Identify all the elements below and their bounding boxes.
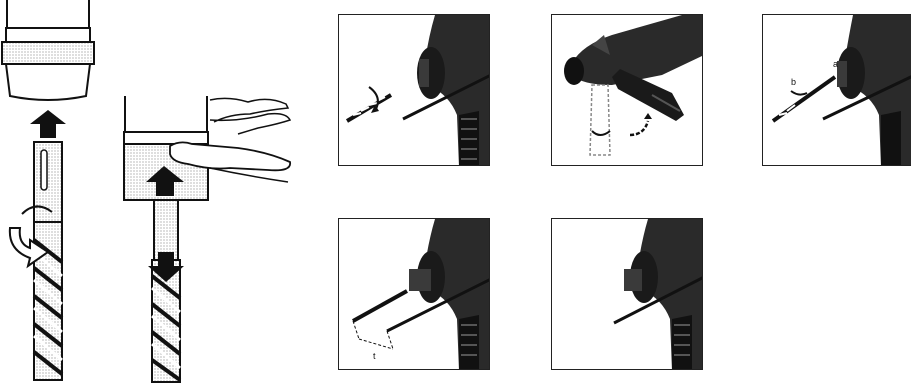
drill-bit bbox=[34, 142, 62, 380]
curved-arrow-icon bbox=[630, 113, 652, 135]
drill-housing bbox=[564, 15, 703, 85]
panel-depth-adjust: b a bbox=[762, 14, 911, 166]
label-t: t bbox=[373, 351, 376, 361]
chuck-body bbox=[2, 0, 94, 100]
drill-housing bbox=[417, 15, 490, 166]
figure-insert-bit bbox=[0, 0, 110, 388]
drill-bit bbox=[353, 291, 407, 321]
depth-stop-ghost bbox=[590, 85, 610, 155]
depth-measure-lines bbox=[353, 321, 393, 349]
drill-housing bbox=[409, 219, 490, 370]
panel-drilling-depth: t bbox=[338, 218, 490, 370]
figure-remove-bit bbox=[118, 92, 298, 388]
drill-housing bbox=[837, 15, 911, 166]
label-a: a bbox=[833, 59, 838, 69]
panel-auxiliary-handle bbox=[551, 14, 703, 166]
up-arrow-icon bbox=[30, 110, 66, 138]
drill-housing bbox=[624, 219, 703, 370]
drill-bit bbox=[152, 200, 180, 382]
drill-bit bbox=[773, 77, 835, 121]
panel-ready bbox=[551, 218, 703, 370]
rotate-arrow-icon bbox=[791, 91, 807, 95]
drill-bit bbox=[347, 95, 391, 121]
label-b: b bbox=[791, 77, 796, 87]
panel-insert-bit-drill bbox=[338, 14, 490, 166]
